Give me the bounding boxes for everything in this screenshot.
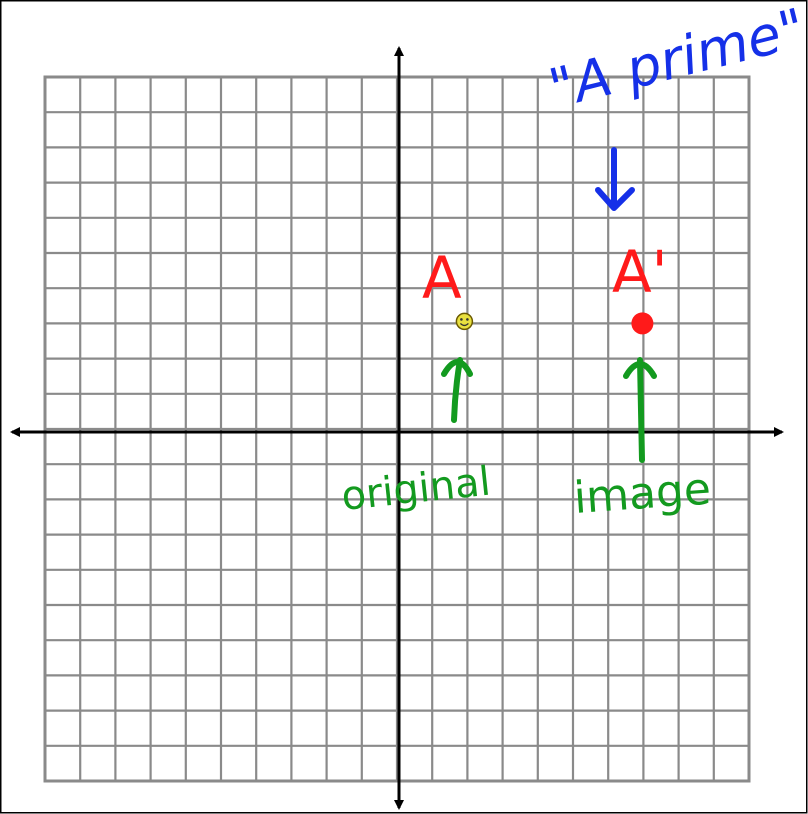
- image-point-label: A': [612, 238, 668, 306]
- image-point: [631, 312, 654, 335]
- up-arrow-image-icon: [623, 357, 657, 463]
- original-point-label: A: [422, 244, 462, 312]
- image-caption: image: [572, 464, 712, 524]
- smiley-face-icon: [455, 312, 474, 331]
- up-arrow-original-icon: [441, 357, 473, 423]
- grid: [43, 75, 751, 783]
- down-arrow-icon: [595, 147, 635, 211]
